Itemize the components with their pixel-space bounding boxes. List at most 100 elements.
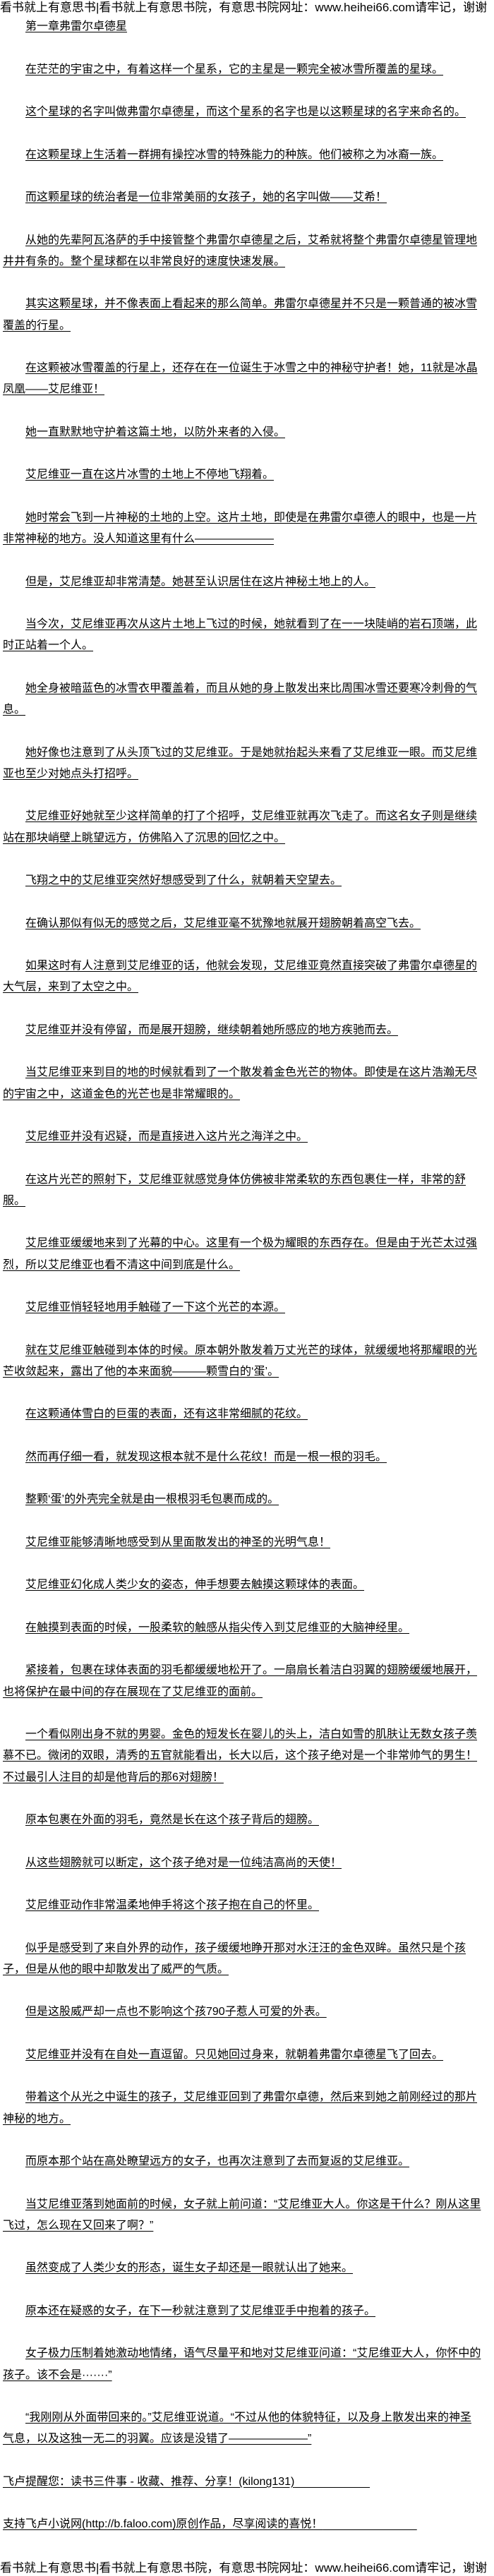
paragraph-text: 在确认那似有似无的感觉之后，艾尼维亚毫不犹豫地就展开翅膀朝着高空飞去。: [25, 917, 421, 929]
chapter-title: 第一章弗雷尔卓德星: [25, 20, 128, 32]
chapter-content: 第一章弗雷尔卓德星 在茫茫的宇宙之中，有着这样一个星系，它的主星是一颗完全被冰雪…: [3, 16, 481, 2557]
paragraph-text: 其实这颗星球，并不像表面上看起来的那么简单。弗雷尔卓德星并不只是一颗普通的被冰雪…: [3, 298, 478, 332]
faloo-support-link[interactable]: 支持飞卢小说网(http://b.faloo.com)原创作品，尽享阅读的喜悦！: [3, 2518, 323, 2531]
paragraph: 艾尼维亚幻化成人类少女的姿态，伸手想要去触摸这颗球体的表面。: [3, 1575, 481, 1596]
paragraph: 艾尼维亚好她就至少这样简单的打了个招呼，艾尼维亚就再次飞走了。而这名女子则是继续…: [3, 806, 481, 849]
paragraph-text: 但是这股威严却一点也不影响这个孩790子惹人可爱的外表。: [25, 2006, 327, 2018]
paragraph-text: 而这颗星球的统治者是一位非常美丽的女孩子，她的名字叫做——艾希！: [25, 191, 387, 203]
paragraph: 从她的先辈阿瓦洛萨的手中接管整个弗雷尔卓德星之后，艾希就将整个弗雷尔卓德星管理地…: [3, 230, 481, 273]
paragraph: 如果这时有人注意到艾尼维亚的话，他就会发现，艾尼维亚竟然直接突破了弗雷尔卓德星的…: [3, 956, 481, 999]
paragraph-text: “我刚刚从外面带回来的。”艾尼维亚说道。“不过从他的体貌特征，以及身上散发出来的…: [3, 2412, 471, 2445]
paragraph: 飞翔之中的艾尼维亚突然好想感受到了什么，就朝着天空望去。: [3, 870, 481, 891]
paragraph: 艾尼维亚能够清晰地感受到从里面散发出的神圣的光明气息！: [3, 1532, 481, 1553]
paragraph-text: 带着这个从光之中诞生的孩子，艾尼维亚回到了弗雷尔卓德，然后来到她之前刚经过的那片…: [3, 2091, 478, 2125]
paragraph-text: 在这片光芒的照射下，艾尼维亚就感觉身体仿佛被非常柔软的东西包裹住一样，非常的舒服…: [3, 1173, 466, 1207]
paragraph: 艾尼维亚并没有在自处一直逗留。只见她回过身来，就朝着弗雷尔卓德星飞了回去。: [3, 2045, 481, 2066]
paragraph-text: 当今次，艾尼维亚再次从这片土地上飞过的时候，她就看到了在一一块陡峭的岩石顶端，此…: [3, 618, 478, 652]
paragraph: 当艾尼维亚落到她面前的时候，女子就上前问道：“艾尼维亚大人。你这是干什么？刚从这…: [3, 2194, 481, 2237]
paragraph-text: 艾尼维亚好她就至少这样简单的打了个招呼，艾尼维亚就再次飞走了。而这名女子则是继续…: [3, 810, 478, 844]
paragraph: 似乎是感受到了来自外界的动作，孩子缓缓地睁开那对水汪汪的金色双眸。虽然只是个孩子…: [3, 1938, 481, 1981]
paragraph-text: 原本还在疑惑的女子，在下一秒就注意到了艾尼维亚手中抱着的孩子。: [25, 2304, 376, 2317]
paragraph-text: 女子极力压制着她激动地情绪，语气尽量平和地对艾尼维亚问道：“艾尼维亚大人，你怀中…: [3, 2347, 481, 2381]
paragraph-text: 艾尼维亚能够清晰地感受到从里面散发出的神圣的光明气息！: [25, 1536, 331, 1548]
paragraph-text: 就在艾尼维亚触碰到本体的时候。原本朝外散发着万丈光芒的球体，就缓缓地将那耀眼的光…: [3, 1344, 478, 1378]
underline-padding: [294, 2476, 370, 2488]
site-banner-bottom: 看书就上有意思书|看书就上有意思书院，有意思书院网址：www.heihei66.…: [0, 2561, 488, 2575]
paragraph: 她一直默默地守护着这篇土地，以防外来者的入侵。: [3, 422, 481, 443]
paragraph-text: 从她的先辈阿瓦洛萨的手中接管整个弗雷尔卓德星之后，艾希就将整个弗雷尔卓德星管理地…: [3, 234, 478, 267]
paragraph-text: 艾尼维亚一直在这片冰雪的土地上不停地飞翔着。: [25, 469, 275, 481]
paragraph: 当今次，艾尼维亚再次从这片土地上飞过的时候，她就看到了在一一块陡峭的岩石顶端，此…: [3, 614, 481, 657]
paragraph: 她全身被暗蓝色的冰雪衣甲覆盖着，而且从她的身上散发出来比周围冰雪还要寒冷刺骨的气…: [3, 678, 481, 721]
paragraph: 虽然变成了人类少女的形态，诞生女子却还是一眼就认出了她来。: [3, 2258, 481, 2279]
paragraph: 艾尼维亚缓缓地来到了光幕的中心。这里有一个极为耀眼的东西存在。但是由于光芒太过强…: [3, 1233, 481, 1276]
paragraph: 然而再仔细一看，就发现这根本就不是什么花纹！而是一根一根的羽毛。: [3, 1447, 481, 1468]
paragraph: 艾尼维亚并没有停留，而是展开翅膀，继续朝着她所感应的地方疾驰而去。: [3, 1020, 481, 1041]
paragraph-text: 原本包裹在外面的羽毛，竟然是长在这个孩子背后的翅膀。: [25, 1814, 320, 1826]
paragraph: 一个看似刚出身不就的男婴。金色的短发长在婴儿的头上，洁白如雪的肌肤让无数女孩子羡…: [3, 1724, 481, 1788]
paragraph: 而这颗星球的统治者是一位非常美丽的女孩子，她的名字叫做——艾希！: [3, 187, 481, 208]
paragraph: 在这颗被冰雪覆盖的行星上，还存在在一位诞生于冰雪之中的神秘守护者！她，11就是冰…: [3, 358, 481, 401]
paragraph-text: 艾尼维亚幻化成人类少女的姿态，伸手想要去触摸这颗球体的表面。: [25, 1579, 365, 1591]
paragraph: 艾尼维亚动作非常温柔地伸手将这个孩子抱在自己的怀里。: [3, 1895, 481, 1916]
paragraph: 在触摸到表面的时候，一股柔软的触感从指尖传入到艾尼维亚的大脑神经里。: [3, 1618, 481, 1639]
paragraph-text: 虽然变成了人类少女的形态，诞生女子却还是一眼就认出了她来。: [25, 2262, 354, 2275]
paragraph: 原本还在疑惑的女子，在下一秒就注意到了艾尼维亚手中抱着的孩子。: [3, 2301, 481, 2322]
paragraph: 艾尼维亚悄轻轻地用手触碰了一下这个光芒的本源。: [3, 1297, 481, 1318]
footer-note-row: 支持飞卢小说网(http://b.faloo.com)原创作品，尽享阅读的喜悦！: [3, 2514, 481, 2535]
paragraph-text: 在这颗通体雪白的巨蛋的表面，还有这非常细腻的花纹。: [25, 1408, 308, 1421]
paragraph-list: 在茫茫的宇宙之中，有着这样一个星系，它的主星是一颗完全被冰雪所覆盖的星球。这个星…: [3, 59, 481, 2450]
paragraph-text: 如果这时有人注意到艾尼维亚的话，他就会发现，艾尼维亚竟然直接突破了弗雷尔卓德星的…: [3, 960, 478, 994]
paragraph: 当艾尼维亚来到目的地的时候就看到了一个散发着金色光芒的物体。即使是在这片浩瀚无尽…: [3, 1062, 481, 1105]
paragraph-text: 艾尼维亚悄轻轻地用手触碰了一下这个光芒的本源。: [25, 1301, 286, 1313]
paragraph: 女子极力压制着她激动地情绪，语气尽量平和地对艾尼维亚问道：“艾尼维亚大人，你怀中…: [3, 2343, 481, 2386]
paragraph-text: 而原本那个站在高处瞭望远方的女子，也再次注意到了去而复返的艾尼维亚。: [25, 2155, 410, 2167]
footer-note-row: 飞卢提醒您：读书三件事 - 收藏、推荐、分享！(kilong131): [3, 2472, 481, 2493]
paragraph-text: 整颗‘蛋’的外壳完全就是由一根根羽毛包裹而成的。: [25, 1493, 279, 1506]
paragraph-text: 艾尼维亚动作非常温柔地伸手将这个孩子抱在自己的怀里。: [25, 1899, 320, 1911]
paragraph-text: 当艾尼维亚落到她面前的时候，女子就上前问道：“艾尼维亚大人。你这是干什么？刚从这…: [3, 2198, 481, 2232]
paragraph-text: 紧接着，包裹在球体表面的羽毛都缓缓地松开了。一扇扇长着洁白羽翼的翅膀缓缓地展开，…: [3, 1664, 478, 1698]
paragraph: 艾尼维亚一直在这片冰雪的土地上不停地飞翔着。: [3, 464, 481, 486]
paragraph: 从这些翅膀就可以断定，这个孩子绝对是一位纯洁高尚的天使！: [3, 1853, 481, 1874]
paragraph: 她时常会飞到一片神秘的土地的上空。这片土地，即使是在弗雷尔卓德人的眼中，也是一片…: [3, 507, 481, 550]
paragraph-text: 她全身被暗蓝色的冰雪衣甲覆盖着，而且从她的身上散发出来比周围冰雪还要寒冷刺骨的气…: [3, 682, 478, 716]
paragraph-text: 从这些翅膀就可以断定，这个孩子绝对是一位纯洁高尚的天使！: [25, 1856, 342, 1869]
paragraph: 在确认那似有似无的感觉之后，艾尼维亚毫不犹豫地就展开翅膀朝着高空飞去。: [3, 913, 481, 934]
paragraph-text: 艾尼维亚并没有在自处一直逗留。只见她回过身来，就朝着弗雷尔卓德星飞了回去。: [25, 2048, 444, 2061]
paragraph: 在茫茫的宇宙之中，有着这样一个星系，它的主星是一颗完全被冰雪所覆盖的星球。: [3, 59, 481, 80]
paragraph-text: 但是，艾尼维亚却非常清楚。她甚至认识居住在这片神秘土地上的人。: [25, 575, 376, 588]
paragraph: “我刚刚从外面带回来的。”艾尼维亚说道。“不过从他的体貌特征，以及身上散发出来的…: [3, 2407, 481, 2450]
paragraph: 她好像也注意到了从头顶飞过的艾尼维亚。于是她就抬起头来看了艾尼维亚一眼。而艾尼维…: [3, 742, 481, 786]
faloo-reminder: 飞卢提醒您：读书三件事 - 收藏、推荐、分享！(kilong131): [3, 2475, 295, 2488]
paragraph-text: 在这颗星球上生活着一群拥有操控冰雪的特殊能力的种族。他们被称之为冰裔一族。: [25, 148, 444, 161]
paragraph-text: 这个星球的名字叫做弗雷尔卓德星，而这个星系的名字也是以这颗星球的名字来命名的。: [25, 106, 466, 118]
chapter-title-row: 第一章弗雷尔卓德星: [3, 16, 481, 37]
paragraph: 原本包裹在外面的羽毛，竟然是长在这个孩子背后的翅膀。: [3, 1810, 481, 1831]
paragraph: 其实这颗星球，并不像表面上看起来的那么简单。弗雷尔卓德星并不只是一颗普通的被冰雪…: [3, 294, 481, 337]
paragraph: 在这颗通体雪白的巨蛋的表面，还有这非常细腻的花纹。: [3, 1404, 481, 1425]
paragraph: 带着这个从光之中诞生的孩子，艾尼维亚回到了弗雷尔卓德，然后来到她之前刚经过的那片…: [3, 2087, 481, 2130]
paragraph-text: 在这颗被冰雪覆盖的行星上，还存在在一位诞生于冰雪之中的神秘守护者！她，11就是冰…: [3, 362, 478, 396]
paragraph: 而原本那个站在高处瞭望远方的女子，也再次注意到了去而复返的艾尼维亚。: [3, 2151, 481, 2172]
site-banner-top: 看书就上有意思书|看书就上有意思书院，有意思书院网址：www.heihei66.…: [0, 1, 488, 14]
underline-padding: [323, 2518, 416, 2530]
paragraph-text: 然而再仔细一看，就发现这根本就不是什么花纹！而是一根一根的羽毛。: [25, 1450, 387, 1463]
paragraph: 但是这股威严却一点也不影响这个孩790子惹人可爱的外表。: [3, 2002, 481, 2023]
paragraph-text: 一个看似刚出身不就的男婴。金色的短发长在婴儿的头上，洁白如雪的肌肤让无数女孩子羡…: [3, 1728, 478, 1783]
paragraph: 整颗‘蛋’的外壳完全就是由一根根羽毛包裹而成的。: [3, 1489, 481, 1510]
paragraph-text: 当艾尼维亚来到目的地的时候就看到了一个散发着金色光芒的物体。即使是在这片浩瀚无尽…: [3, 1066, 478, 1100]
paragraph: 紧接着，包裹在球体表面的羽毛都缓缓地松开了。一扇扇长着洁白羽翼的翅膀缓缓地展开，…: [3, 1660, 481, 1703]
paragraph-text: 她好像也注意到了从头顶飞过的艾尼维亚。于是她就抬起头来看了艾尼维亚一眼。而艾尼维…: [3, 746, 478, 780]
paragraph: 在这片光芒的照射下，艾尼维亚就感觉身体仿佛被非常柔软的东西包裹住一样，非常的舒服…: [3, 1169, 481, 1212]
paragraph-text: 飞翔之中的艾尼维亚突然好想感受到了什么，就朝着天空望去。: [25, 874, 342, 886]
paragraph-text: 在茫茫的宇宙之中，有着这样一个星系，它的主星是一颗完全被冰雪所覆盖的星球。: [25, 63, 444, 76]
paragraph-text: 她时常会飞到一片神秘的土地的上空。这片土地，即使是在弗雷尔卓德人的眼中，也是一片…: [3, 511, 478, 545]
paragraph: 但是，艾尼维亚却非常清楚。她甚至认识居住在这片神秘土地上的人。: [3, 572, 481, 593]
paragraph-text: 她一直默默地守护着这篇土地，以防外来者的入侵。: [25, 426, 286, 438]
paragraph-text: 在触摸到表面的时候，一股柔软的触感从指尖传入到艾尼维亚的大脑神经里。: [25, 1621, 410, 1634]
paragraph: 艾尼维亚并没有迟疑，而是直接进入这片光之海洋之中。: [3, 1126, 481, 1148]
paragraph-text: 似乎是感受到了来自外界的动作，孩子缓缓地睁开那对水汪汪的金色双眸。虽然只是个孩子…: [3, 1942, 466, 1975]
paragraph: 这个星球的名字叫做弗雷尔卓德星，而这个星系的名字也是以这颗星球的名字来命名的。: [3, 102, 481, 123]
paragraph: 就在艾尼维亚触碰到本体的时候。原本朝外散发着万丈光芒的球体，就缓缓地将那耀眼的光…: [3, 1340, 481, 1383]
